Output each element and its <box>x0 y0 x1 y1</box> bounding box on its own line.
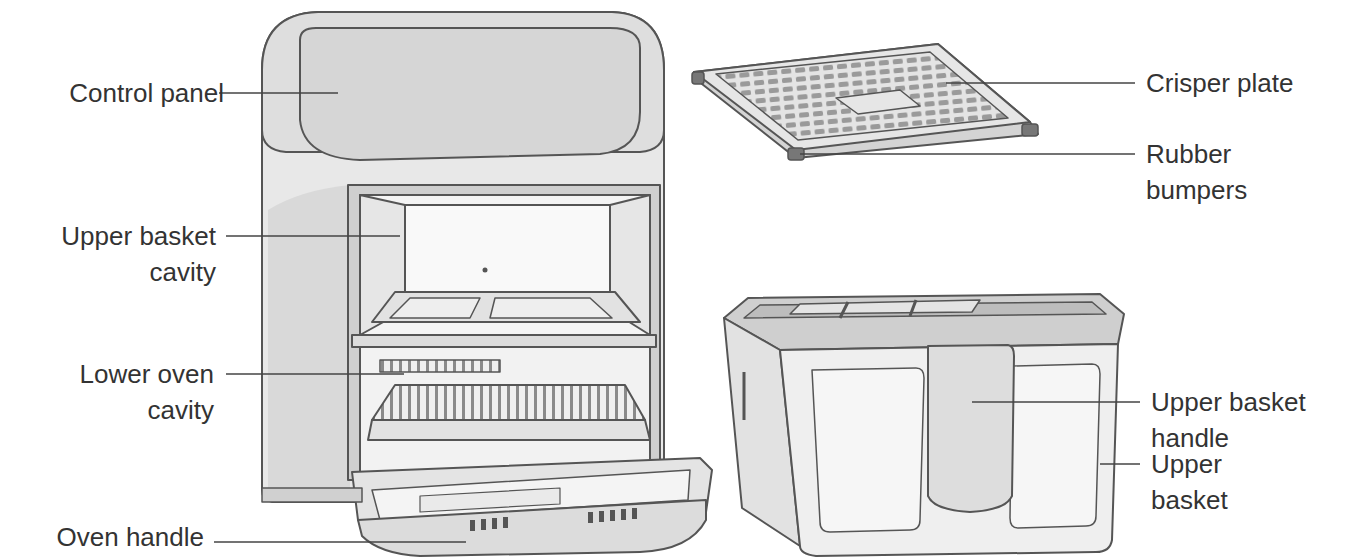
oven-body <box>360 347 650 472</box>
oven-body <box>368 420 650 440</box>
part-label: Upper basket handle <box>1151 384 1346 456</box>
upper-basket <box>1010 364 1100 528</box>
oven-body <box>492 518 497 529</box>
upper-basket <box>840 300 916 318</box>
crisper-plate <box>716 52 1008 140</box>
part-label-box: Control panel <box>4 75 224 111</box>
oven-body <box>360 195 650 335</box>
part-label: Control panel <box>4 75 224 111</box>
upper-basket <box>790 300 980 314</box>
upper-basket <box>743 372 746 420</box>
part-label-box: Crisper plate <box>1146 65 1346 101</box>
leader-line <box>226 373 404 375</box>
oven-body <box>610 510 615 521</box>
upper-basket <box>724 294 1124 350</box>
part-label: Upper basket cavity <box>4 218 216 290</box>
leader-line <box>972 401 1140 403</box>
crisper-plate <box>836 90 920 114</box>
oven-body <box>420 488 560 512</box>
part-label: Oven handle <box>4 519 204 555</box>
part-label-box: Oven handle <box>4 519 204 555</box>
oven-body <box>372 292 640 322</box>
part-label: Lower oven cavity <box>29 356 214 428</box>
leader-line <box>946 82 1135 84</box>
crisper-plate <box>694 44 1030 150</box>
part-label: Crisper plate <box>1146 65 1346 101</box>
oven-body <box>268 185 350 500</box>
leader-line <box>800 153 1135 155</box>
upper-basket <box>812 368 924 532</box>
leader-line <box>219 92 338 94</box>
oven-body <box>348 185 660 480</box>
rubber-bumper <box>1022 124 1038 136</box>
oven-body <box>481 519 486 530</box>
oven-body <box>588 512 593 523</box>
oven-body <box>470 520 475 531</box>
control-panel <box>300 28 640 160</box>
upper-basket <box>724 294 1124 556</box>
oven-body <box>632 508 637 519</box>
leader-line <box>1100 463 1140 465</box>
oven-body <box>490 298 612 318</box>
crisper-plate <box>692 44 1038 160</box>
upper-basket <box>780 344 1118 556</box>
crisper-plate <box>694 44 1038 158</box>
oven-body <box>262 488 362 502</box>
oven-body <box>372 385 645 420</box>
rubber-bumper <box>692 72 1038 160</box>
oven-body <box>470 508 637 531</box>
basket-handle <box>928 345 1014 512</box>
oven-handle <box>358 500 706 556</box>
leader-line <box>214 541 466 543</box>
oven-body <box>503 517 508 528</box>
part-label-box: Upper basket <box>1151 446 1271 518</box>
part-label-box: Rubber bumpers <box>1146 136 1306 208</box>
oven-body <box>352 335 656 347</box>
part-label-box: Upper basket cavity <box>4 218 216 290</box>
part-label-box: Upper basket handle <box>1151 384 1346 456</box>
leader-line <box>226 235 400 237</box>
oven-body <box>483 268 488 273</box>
part-label: Rubber bumpers <box>1146 136 1306 208</box>
part-label-box: Lower oven cavity <box>29 356 214 428</box>
part-label: Upper basket <box>1151 446 1271 518</box>
leader-line <box>214 83 1140 542</box>
oven-body <box>599 511 604 522</box>
oven-body <box>262 12 664 502</box>
oven-body <box>380 360 500 372</box>
oven-body <box>621 509 626 520</box>
oven-body <box>390 298 480 318</box>
rubber-bumper <box>692 72 704 84</box>
